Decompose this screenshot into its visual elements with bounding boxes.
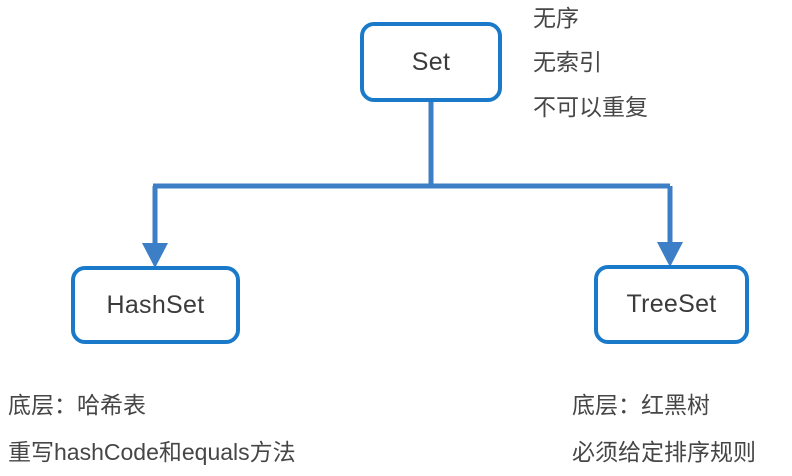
arrowhead-hashset [142, 243, 168, 268]
hashset-caption-structure: 底层：哈希表 [8, 392, 146, 418]
node-hashset[interactable]: HashSet [71, 266, 240, 344]
treeset-caption-ordering: 必须给定排序规则 [572, 439, 756, 465]
arrowhead-treeset [657, 242, 683, 267]
node-hashset-label: HashSet [106, 290, 205, 319]
set-note-unordered: 无序 [533, 5, 579, 31]
set-note-no-index: 无索引 [533, 49, 602, 75]
hashset-caption-methods: 重写hashCode和equals方法 [8, 439, 296, 465]
node-treeset[interactable]: TreeSet [594, 265, 749, 344]
node-treeset-label: TreeSet [626, 290, 717, 318]
set-note-no-duplicates: 不可以重复 [533, 94, 648, 120]
node-set[interactable]: Set [360, 22, 502, 102]
treeset-caption-structure: 底层：红黑树 [572, 392, 710, 418]
node-set-label: Set [411, 47, 451, 76]
